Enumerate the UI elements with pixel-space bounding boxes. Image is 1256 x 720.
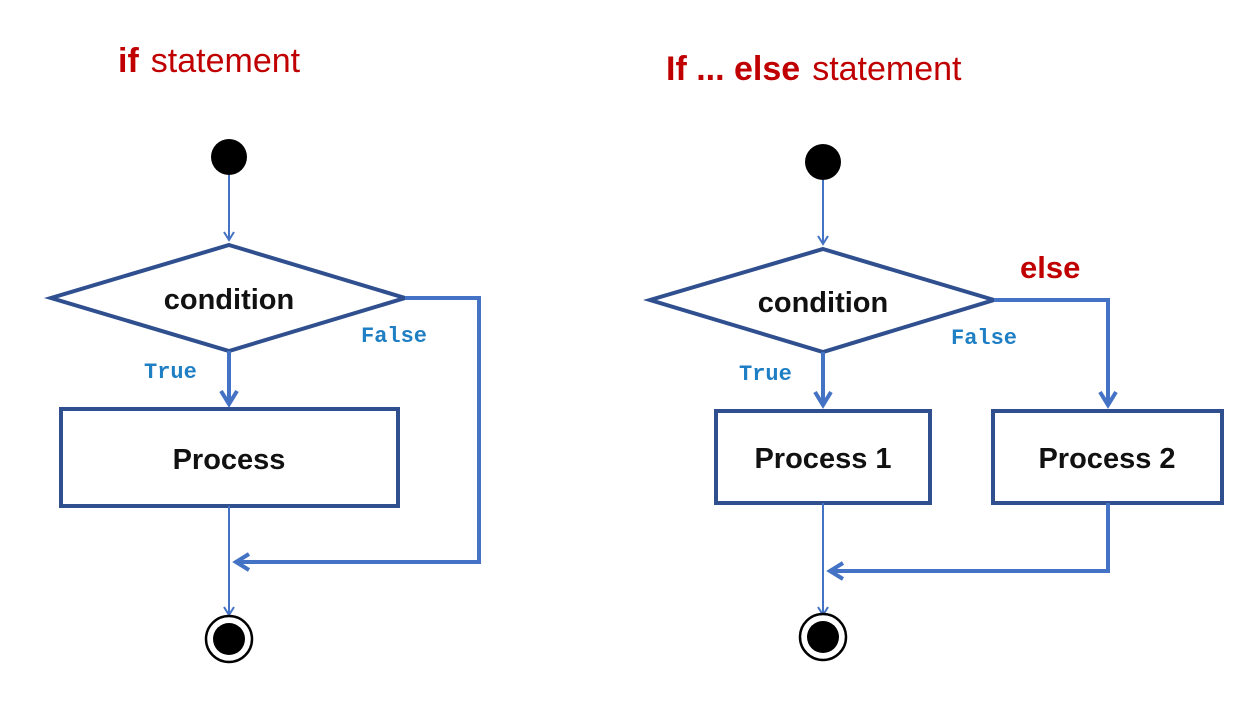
if-statement-title: if statement bbox=[118, 42, 301, 80]
if-statement-diagram: if statement condition True False Process bbox=[43, 42, 481, 664]
if-else-process-2-box bbox=[991, 409, 1224, 505]
if-else-false-label: False bbox=[951, 326, 1017, 351]
if-else-start-node bbox=[805, 144, 841, 180]
if-false-path bbox=[232, 296, 481, 572]
if-process-box bbox=[59, 407, 400, 508]
if-else-process-2-label: Process 2 bbox=[1038, 443, 1175, 475]
if-else-condition-label: condition bbox=[758, 287, 888, 319]
if-end-node bbox=[213, 623, 245, 655]
if-true-label: True bbox=[144, 360, 197, 385]
if-process-label: Process bbox=[173, 444, 286, 476]
if-else-statement-diagram: If ... else statement condition True Fals… bbox=[642, 50, 1224, 662]
if-start-node bbox=[211, 139, 247, 175]
if-else-merge-path bbox=[826, 503, 1110, 581]
if-else-end-node bbox=[807, 621, 839, 653]
if-else-title-keyword: If ... else bbox=[666, 50, 800, 88]
if-else-statement-title: If ... else statement bbox=[666, 50, 962, 88]
if-else-title-rest: statement bbox=[812, 50, 962, 88]
if-else-false-path bbox=[994, 298, 1118, 409]
if-else-else-label: else bbox=[1020, 250, 1080, 285]
if-else-process-1-label: Process 1 bbox=[754, 443, 891, 475]
if-title-keyword: if bbox=[118, 42, 139, 80]
if-condition-label: condition bbox=[164, 284, 294, 316]
if-false-label: False bbox=[361, 324, 427, 349]
if-title-rest: statement bbox=[151, 42, 301, 80]
if-else-true-label: True bbox=[739, 362, 792, 387]
